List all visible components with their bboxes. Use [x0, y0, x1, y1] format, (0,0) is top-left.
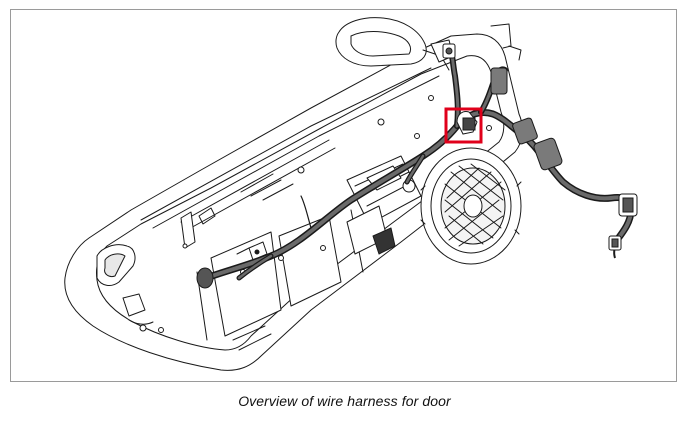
grommet-upper: [490, 67, 508, 95]
harness-end-connector: [608, 193, 638, 259]
door-wire-harness-diagram: [64, 17, 638, 371]
highlight-box: [444, 107, 483, 144]
door-grommet: [196, 267, 214, 289]
figure-frame: [10, 9, 677, 382]
side-mirror: [335, 17, 427, 67]
figure-caption: Overview of wire harness for door: [238, 393, 451, 409]
highlighted-connector: [444, 107, 483, 144]
speaker: [420, 147, 522, 265]
grommet-lower: [533, 137, 563, 171]
grommet-middle: [512, 117, 538, 145]
